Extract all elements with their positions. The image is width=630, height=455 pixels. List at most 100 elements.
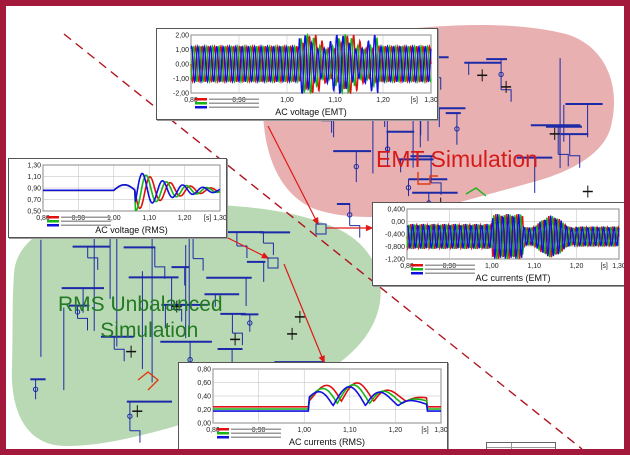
x-tick-label: 1,30 <box>434 427 447 434</box>
rms-label-line-2: Simulation <box>100 319 199 342</box>
legend-text <box>209 106 259 108</box>
x-tick-label: 0,80 <box>206 427 220 434</box>
y-tick-label: 0,00 <box>197 421 211 428</box>
y-tick-label: 2,00 <box>175 33 189 40</box>
x-tick-label: 1,10 <box>343 427 357 434</box>
link-arrow <box>267 125 319 225</box>
transformer-symbol <box>384 146 391 152</box>
feeder-line <box>77 317 89 331</box>
legend-text <box>231 432 281 434</box>
y-tick-label: 0,70 <box>27 197 41 204</box>
feeder-line <box>263 242 274 256</box>
legend-swatch <box>47 216 59 219</box>
x-tick-label: 0,80 <box>184 97 198 104</box>
legend-swatch <box>217 436 229 439</box>
legend-swatch <box>411 272 423 275</box>
x-tick-label: 1,30 <box>424 97 437 104</box>
feeder-line <box>114 348 125 362</box>
x-tick-label: 1,20 <box>389 427 403 434</box>
x-tick-label: 0,80 <box>36 215 50 222</box>
legend-text <box>209 98 259 100</box>
x-tick-label: 1,00 <box>280 97 294 104</box>
title-block-rule <box>487 447 555 448</box>
arrow-head <box>312 217 319 226</box>
transformer-symbol <box>347 212 353 218</box>
interface-node-rms <box>267 257 279 269</box>
transformer-symbol <box>405 185 412 191</box>
feeder-line <box>236 245 248 259</box>
transformer-symbol <box>454 126 460 132</box>
x-tick-label: 1,30 <box>612 263 624 270</box>
legend-swatch <box>217 432 229 435</box>
transformer-symbol <box>127 413 133 419</box>
x-tick-label: 1,30 <box>213 215 226 222</box>
x-tick-label: 1,20 <box>570 263 584 270</box>
y-tick-label: -2,00 <box>173 91 189 98</box>
arrow-head <box>318 355 325 364</box>
feeder-line <box>193 258 204 271</box>
legend-swatch <box>195 98 207 101</box>
link-arrow <box>227 237 269 259</box>
feeder-line <box>232 332 243 346</box>
y-tick-label: 0,40 <box>197 394 211 401</box>
feeder-line <box>87 257 99 270</box>
rms-label-line-1: RMS Unbalanced <box>58 293 223 316</box>
x-tick-label: 0,90 <box>232 97 246 104</box>
boundary-divider <box>63 33 583 449</box>
y-tick-label: -0,800 <box>385 244 405 251</box>
arrows <box>227 125 374 364</box>
legend-swatch <box>47 220 59 223</box>
legend-swatch <box>195 106 207 109</box>
y-tick-label: 0,00 <box>175 62 189 69</box>
y-tick-label: -1,00 <box>173 76 189 83</box>
series-line-phase-3 <box>213 385 441 412</box>
legend-text <box>61 220 111 222</box>
series-line-phase-1 <box>190 34 432 95</box>
series-line-phase-1 <box>213 382 441 408</box>
highlight-feeder <box>465 187 487 197</box>
legend-text <box>61 216 111 218</box>
y-tick-label: 0,20 <box>197 407 211 414</box>
plot-title: AC currents (RMS) <box>289 437 365 447</box>
y-tick-label: 0,50 <box>27 209 41 216</box>
title-block <box>486 442 556 449</box>
feeder-line <box>154 266 166 279</box>
link-arrow <box>283 263 325 363</box>
feeder-line <box>569 155 581 168</box>
legend-text <box>425 272 475 274</box>
y-tick-label: 1,30 <box>27 163 41 170</box>
x-tick-label: 1,00 <box>297 427 311 434</box>
y-tick-label: 0,00 <box>391 219 405 226</box>
x-tick-label: 0,90 <box>443 263 457 270</box>
plot-title: AC currents (EMT) <box>475 273 550 283</box>
y-tick-label: 0,400 <box>387 207 405 214</box>
transformer-symbol <box>74 309 81 315</box>
interface-node-emt <box>315 223 327 235</box>
series-line-phase-3 <box>190 34 432 95</box>
legend-text <box>425 264 475 266</box>
transformer-symbol <box>32 386 39 392</box>
legend-text <box>209 102 259 104</box>
x-tick-label: 1,10 <box>527 263 541 270</box>
feeder-line <box>558 153 569 167</box>
legend-text <box>231 428 281 430</box>
transformer-symbol <box>247 320 253 326</box>
feeder-line <box>171 308 183 322</box>
feeder-line <box>349 225 361 238</box>
rms-unbalanced-simulation-label: RMS Unbalanced Simulation <box>58 292 223 344</box>
arrow-head <box>365 224 374 232</box>
legend-swatch <box>195 102 207 105</box>
rms-network <box>30 226 325 449</box>
x-tick-label: 0,90 <box>72 215 86 222</box>
x-tick-label: 1,10 <box>328 97 342 104</box>
plot-title: AC voltage (EMT) <box>275 107 347 117</box>
y-tick-label: 0,90 <box>27 186 41 193</box>
plot-title: AC voltage (RMS) <box>95 225 168 235</box>
diagram-canvas: EMT Simulation RMS Unbalanced Simulation… <box>6 6 624 449</box>
y-tick-label: 1,00 <box>175 47 189 54</box>
